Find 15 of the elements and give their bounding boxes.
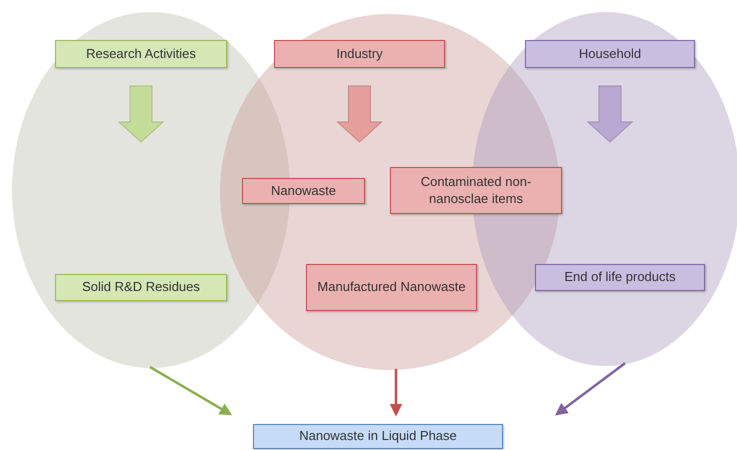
block-arrow <box>118 86 164 143</box>
label-box: Nanowaste in Liquid Phase <box>253 424 503 449</box>
label-box: Household <box>525 40 695 68</box>
block-arrow <box>336 86 383 143</box>
block-arrow <box>586 86 634 143</box>
label-box: Research Activities <box>55 40 227 68</box>
label-box: Nanowaste <box>242 178 365 204</box>
label-box: Industry <box>274 40 445 68</box>
label-box: Contaminated non-nanosclae items <box>390 167 562 214</box>
label-box: Manufactured Nanowaste <box>306 264 477 311</box>
label-box: End of life products <box>535 264 705 291</box>
arrow <box>390 368 402 416</box>
arrow <box>149 366 232 416</box>
arrow <box>555 362 626 416</box>
label-box: Solid R&D Residues <box>55 274 227 301</box>
